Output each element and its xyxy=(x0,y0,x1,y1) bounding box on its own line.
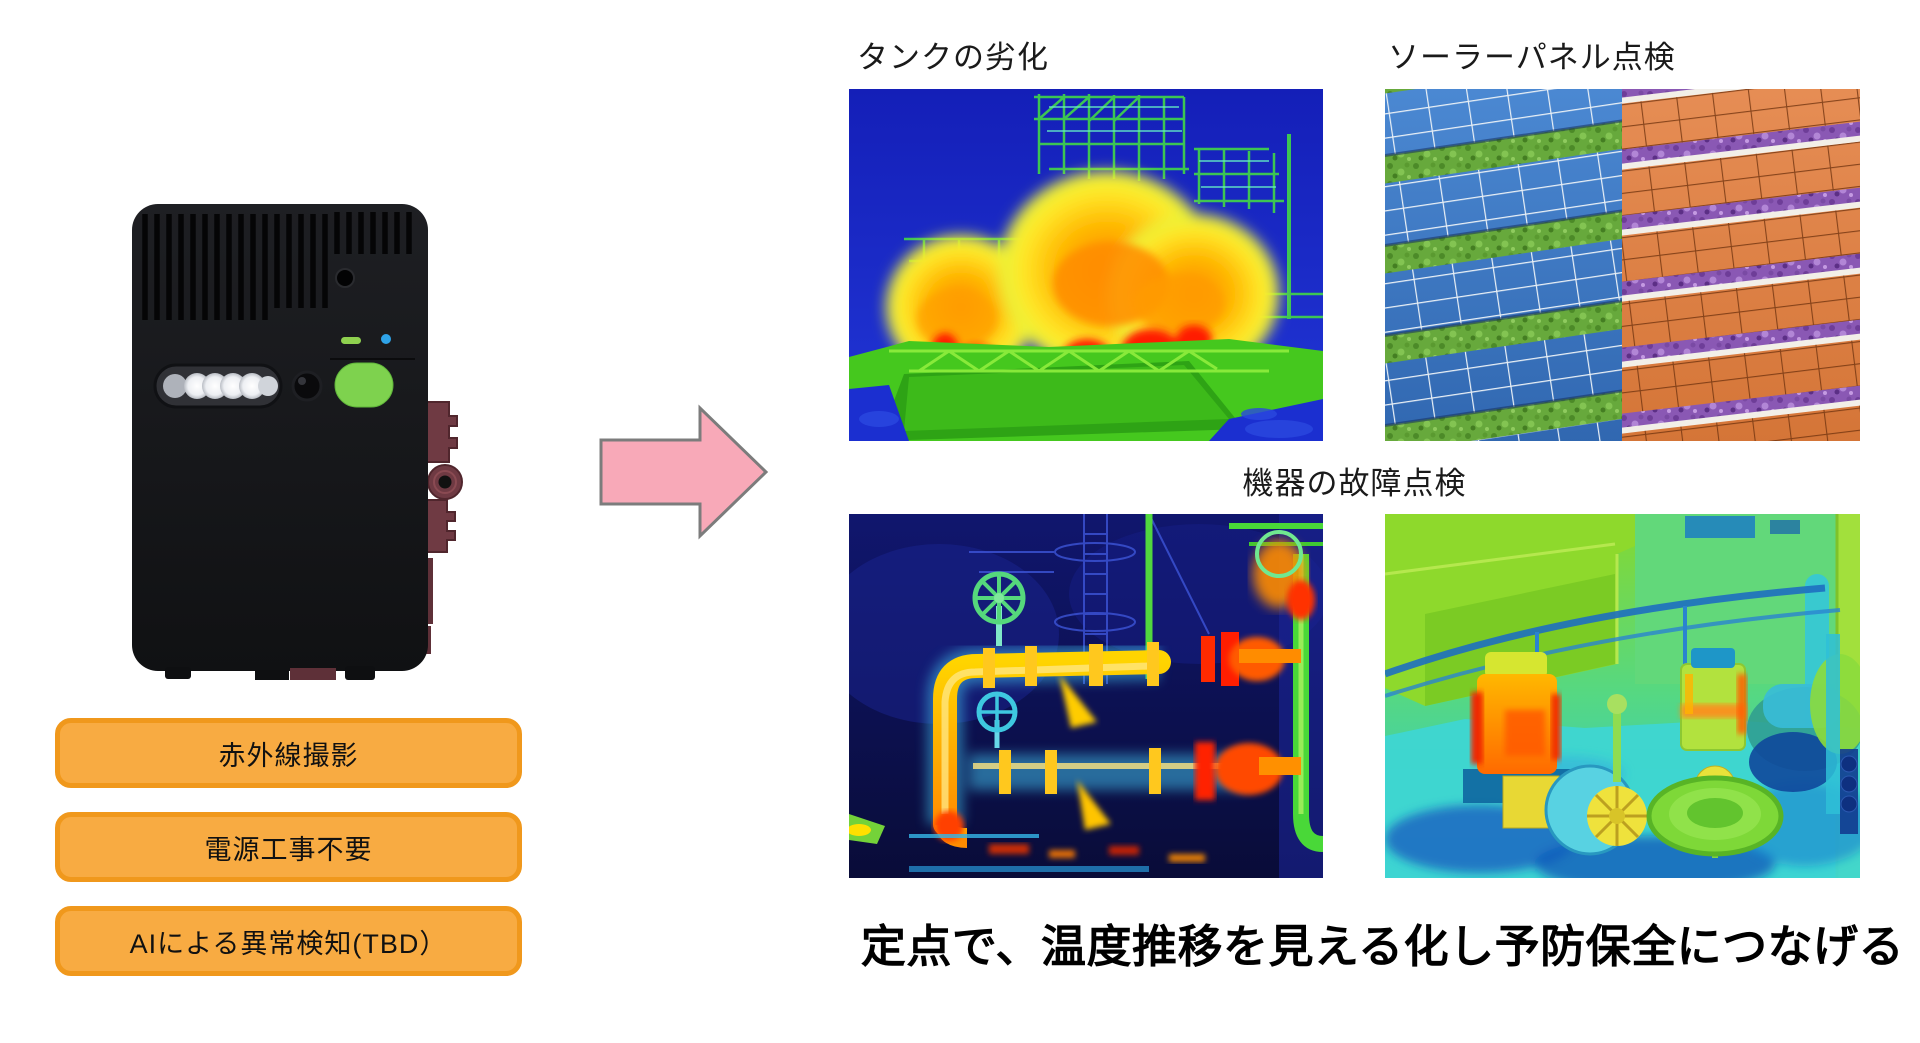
feature-badge-no-wiring: 電源工事不要 xyxy=(55,812,522,882)
feature-badge-infrared: 赤外線撮影 xyxy=(55,718,522,788)
device-body xyxy=(132,204,428,671)
hot-pump xyxy=(1463,652,1647,856)
solar-visible-half xyxy=(1385,89,1622,441)
device-feet xyxy=(165,666,375,680)
feature-badge-label: 電源工事不要 xyxy=(204,834,373,865)
equipment-thermal-image xyxy=(1385,514,1860,878)
use-case-label-tank: タンクの劣化 xyxy=(857,40,1049,75)
power-button xyxy=(334,362,394,408)
camera-hole xyxy=(335,268,355,288)
use-case-label-solar: ソーラーパネル点検 xyxy=(1388,40,1676,75)
led-flash-array xyxy=(153,363,283,409)
feature-badge-ai-detection: AIによる異常検知(TBD） xyxy=(55,906,522,976)
solar-infrared-half xyxy=(1622,89,1860,441)
hot-pipes xyxy=(933,632,1301,848)
caption-text: 定点で、温度推移を見える化し予防保全につなげる xyxy=(860,921,1905,972)
feature-badge-label: 赤外線撮影 xyxy=(218,740,359,771)
flow-arrow-icon xyxy=(599,404,769,540)
tank-lid xyxy=(1646,775,1784,857)
pipes-thermal-image xyxy=(849,514,1323,878)
feature-badge-label: AIによる異常検知(TBD） xyxy=(129,928,448,959)
tank-thermal-image xyxy=(849,89,1323,441)
use-case-label-equipment: 機器の故障点検 xyxy=(1242,466,1467,501)
valve-handwheels xyxy=(972,571,1026,748)
camera-lens xyxy=(291,370,323,402)
battery-indicator xyxy=(341,337,361,344)
vent-grooves xyxy=(142,212,412,320)
status-led xyxy=(381,334,391,344)
infrared-device-image xyxy=(132,204,463,680)
solar-panel-image xyxy=(1385,89,1860,441)
